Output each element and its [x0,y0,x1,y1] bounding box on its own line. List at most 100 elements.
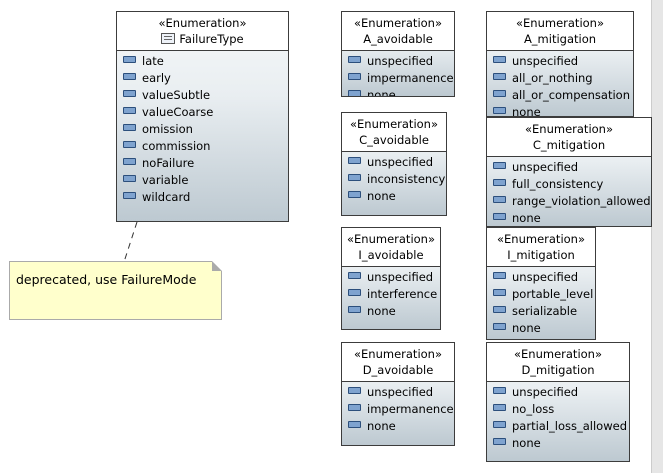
stereotype-label: «Enumeration» [354,347,442,361]
literal-item[interactable]: impermanence [342,401,454,418]
literal-item[interactable]: unspecified [487,269,595,286]
literal-item[interactable]: unspecified [487,159,651,176]
class-i-avoidable[interactable]: «Enumeration» I_avoidable unspecified in… [341,227,441,330]
enumeration-literal-icon [348,157,361,164]
class-d-avoidable[interactable]: «Enumeration» D_avoidable unspecified im… [341,342,455,446]
class-failuretype[interactable]: «Enumeration» FailureType late early val… [116,11,289,222]
literal-item[interactable]: valueSubtle [117,87,288,104]
literal-item[interactable]: none [487,320,595,337]
enumeration-literal-icon [348,56,361,63]
literal-label: all_or_compensation [512,88,630,102]
enumeration-literal-icon [123,124,136,131]
literal-item[interactable]: none [487,435,629,452]
class-c-mitigation[interactable]: «Enumeration» C_mitigation unspecified f… [486,117,652,227]
literal-label: none [367,419,396,433]
literal-item[interactable]: wildcard [117,189,288,206]
deprecation-note[interactable]: deprecated, use FailureMode [9,261,222,320]
literal-item[interactable]: interference [342,286,440,303]
literal-item[interactable]: all_or_nothing [487,70,633,87]
literal-label: no_loss [512,402,555,416]
literal-compartment: unspecified impermanence none [342,382,454,435]
class-header: «Enumeration» D_avoidable [342,343,454,382]
class-c-avoidable[interactable]: «Enumeration» C_avoidable unspecified in… [341,112,447,216]
stereotype-label: «Enumeration» [354,16,442,30]
literal-item[interactable]: late [117,53,288,70]
literal-item[interactable]: all_or_compensation [487,87,633,104]
enumeration-literal-icon [493,404,506,411]
literal-label: none [512,321,541,335]
literal-item[interactable]: valueCoarse [117,104,288,121]
literal-label: unspecified [367,385,434,399]
literal-item[interactable]: none [487,210,651,226]
enumeration-literal-icon [123,175,136,182]
literal-item[interactable]: unspecified [487,53,633,70]
stereotype-label: «Enumeration» [497,232,585,246]
class-name: C_mitigation [532,138,606,152]
stereotype-label: «Enumeration» [158,16,247,30]
literal-item[interactable]: range_violation_allowed [487,193,651,210]
enumeration-literal-icon [493,196,506,203]
enumeration-literal-icon [348,387,361,394]
class-header: «Enumeration» D_mitigation [487,343,629,382]
literal-item[interactable]: partial_loss_allowed [487,418,629,435]
class-name: A_mitigation [523,32,597,46]
literal-item[interactable]: commission [117,138,288,155]
literal-item[interactable]: impermanence [342,70,454,87]
literal-item[interactable]: no_loss [487,401,629,418]
class-a-mitigation[interactable]: «Enumeration» A_mitigation unspecified a… [486,11,634,117]
literal-item[interactable]: noFailure [117,155,288,172]
literal-label: none [367,189,396,203]
class-header: «Enumeration» C_avoidable [342,113,446,152]
enumeration-literal-icon [123,141,136,148]
diagram-scroll-strip[interactable] [651,0,663,473]
class-name-text: FailureType [179,32,244,46]
stereotype-label: «Enumeration» [514,347,602,361]
literal-label: noFailure [142,156,195,170]
literal-item[interactable]: unspecified [342,53,454,70]
literal-item[interactable]: none [342,303,440,320]
enumeration-literal-icon [123,158,136,165]
class-i-mitigation[interactable]: «Enumeration» I_mitigation unspecified p… [486,227,596,340]
literal-item[interactable]: serializable [487,303,595,320]
class-d-mitigation[interactable]: «Enumeration» D_mitigation unspecified n… [486,342,630,462]
literal-item[interactable]: portable_level [487,286,595,303]
enumeration-literal-icon [123,56,136,63]
literal-label: unspecified [367,270,434,284]
literal-label: inconsistency [367,172,446,186]
note-text: deprecated, use FailureMode [16,272,197,287]
literal-label: interference [367,287,438,301]
enumeration-literal-icon [493,306,506,313]
literal-item[interactable]: unspecified [487,384,629,401]
enumeration-literal-icon [348,73,361,80]
literal-label: none [367,88,396,97]
literal-item[interactable]: none [342,87,454,97]
class-header: «Enumeration» A_mitigation [487,12,633,51]
class-name: C_avoidable [359,133,429,147]
literal-item[interactable]: early [117,70,288,87]
literal-compartment: unspecified inconsistency none [342,152,446,205]
literal-item[interactable]: full_consistency [487,176,651,193]
class-header: «Enumeration» I_avoidable [342,228,440,267]
literal-item[interactable]: none [342,418,454,435]
literal-item[interactable]: inconsistency [342,171,446,188]
literal-label: unspecified [367,54,434,68]
literal-item[interactable]: variable [117,172,288,189]
literal-label: none [512,436,541,450]
literal-compartment: late early valueSubtle valueCoarse omiss… [117,51,288,206]
literal-label: early [142,71,171,85]
literal-item[interactable]: none [487,104,633,116]
literal-compartment: unspecified full_consistency range_viola… [487,157,651,226]
literal-item[interactable]: none [342,188,446,205]
enumeration-literal-icon [493,56,506,63]
stereotype-label: «Enumeration» [516,16,604,30]
literal-item[interactable]: omission [117,121,288,138]
literal-item[interactable]: unspecified [342,384,454,401]
class-name: FailureType [119,31,286,48]
literal-compartment: unspecified all_or_nothing all_or_compen… [487,51,633,116]
literal-item[interactable]: unspecified [342,154,446,171]
enumeration-literal-icon [348,404,361,411]
enumeration-literal-icon [348,421,361,428]
enumeration-literal-icon [493,90,506,97]
literal-item[interactable]: unspecified [342,269,440,286]
class-a-avoidable[interactable]: «Enumeration» A_avoidable unspecified im… [341,11,455,97]
